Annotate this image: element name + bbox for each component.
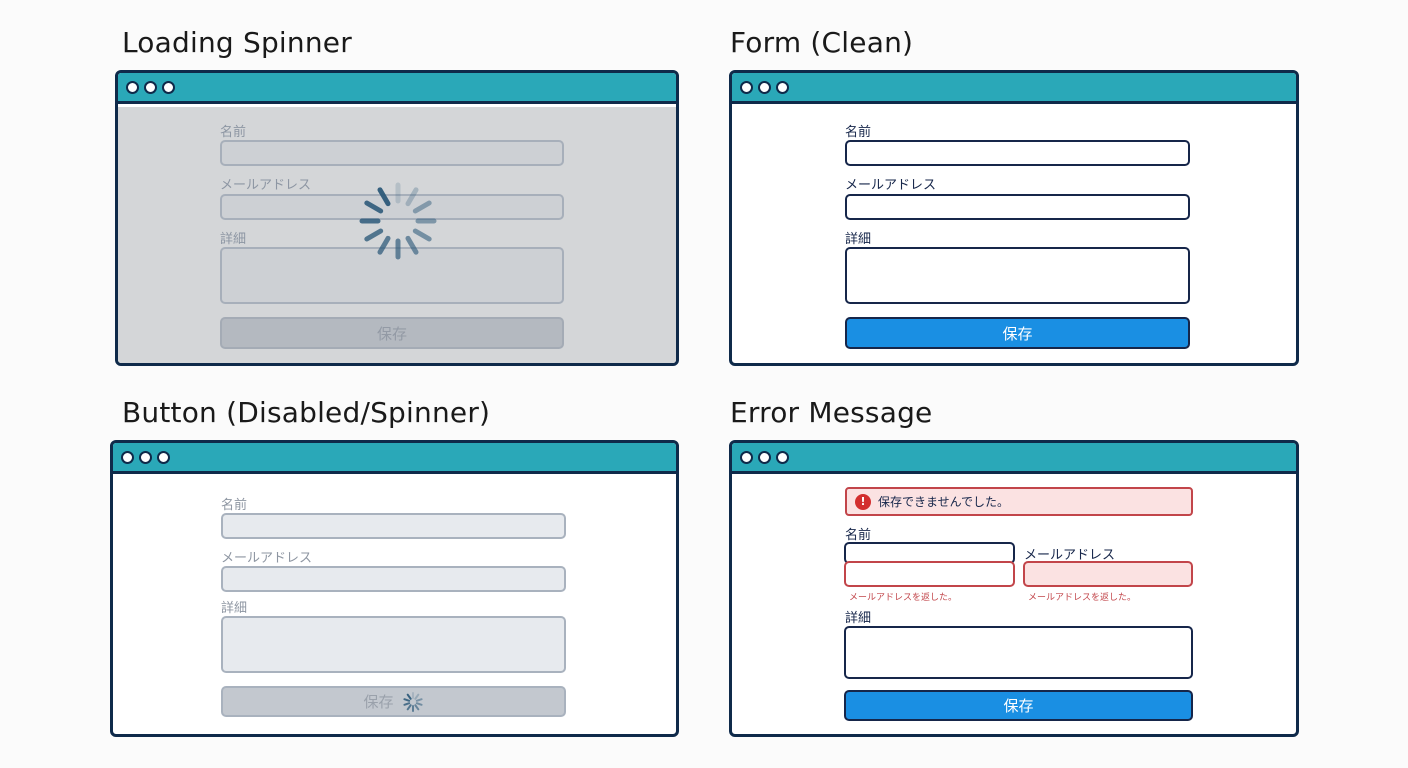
error-alert-text: 保存できませんでした。 xyxy=(878,495,1010,509)
name-label: 名前 xyxy=(845,528,872,543)
name-error-message: メールアドレスを返した。 xyxy=(849,593,958,603)
name-label: 名前 xyxy=(845,125,872,140)
window-control-dot[interactable] xyxy=(776,451,789,464)
spinner-tick xyxy=(413,693,419,700)
spinner-tick xyxy=(377,187,391,207)
detail-label: 詳細 xyxy=(845,232,872,247)
panel-title-disabled: Button (Disabled/Spinner) xyxy=(122,396,491,429)
window-titlebar xyxy=(732,73,1296,104)
window-control-dot[interactable] xyxy=(740,81,753,94)
spinner-tick xyxy=(406,703,412,710)
email-input[interactable] xyxy=(845,194,1190,220)
detail-label: 詳細 xyxy=(220,232,247,247)
spinner-tick xyxy=(402,697,410,702)
spinner-tick xyxy=(406,693,412,700)
window-titlebar xyxy=(118,73,676,104)
panel-title-error: Error Message xyxy=(730,396,933,429)
name-input xyxy=(220,140,564,166)
email-label: メールアドレス xyxy=(220,178,312,193)
save-button-label: 保存 xyxy=(1002,324,1033,343)
save-button-label: 保存 xyxy=(1003,697,1034,715)
email-input xyxy=(221,566,566,592)
form-body: ! 保存できませんでした。 名前 メールアドレスを返した。 メールアドレス メー… xyxy=(732,477,1296,734)
window-control-dot[interactable] xyxy=(121,451,134,464)
spinner-tick xyxy=(405,235,419,255)
detail-textarea xyxy=(220,247,564,304)
window-disabled: 名前 メールアドレス 詳細 保存 xyxy=(110,440,679,737)
spinner-tick xyxy=(415,701,423,706)
window-titlebar xyxy=(113,443,676,474)
save-button-label: 保存 xyxy=(363,693,394,711)
email-label: メールアドレス xyxy=(221,551,313,566)
window-control-dot[interactable] xyxy=(162,81,175,94)
spinner-tick xyxy=(412,228,432,242)
loading-spinner-icon xyxy=(359,182,437,260)
panel-title-clean: Form (Clean) xyxy=(730,26,914,59)
name-input[interactable] xyxy=(845,140,1190,166)
spinner-tick xyxy=(405,187,419,207)
email-label: メールアドレス xyxy=(1024,548,1116,563)
detail-label: 詳細 xyxy=(845,611,872,626)
detail-textarea[interactable] xyxy=(844,626,1193,679)
window-error: ! 保存できませんでした。 名前 メールアドレスを返した。 メールアドレス メー… xyxy=(729,440,1299,737)
save-button-label: 保存 xyxy=(376,324,407,343)
window-control-dot[interactable] xyxy=(740,451,753,464)
spinner-tick xyxy=(413,703,419,710)
spinner-tick xyxy=(402,701,410,706)
button-spinner-icon xyxy=(402,691,423,712)
detail-textarea[interactable] xyxy=(845,247,1190,304)
window-control-dot[interactable] xyxy=(144,81,157,94)
window-loading: 名前 メールアドレス 詳細 保存 xyxy=(115,70,679,366)
save-button[interactable]: 保存 xyxy=(844,690,1193,721)
spinner-ticks xyxy=(359,182,437,260)
spinner-tick xyxy=(364,228,384,242)
save-button: 保存 xyxy=(220,317,564,349)
name-label: 名前 xyxy=(221,498,248,513)
window-clean: 名前 メールアドレス 詳細 保存 xyxy=(729,70,1299,366)
spinner-tick xyxy=(415,697,423,702)
name-label: 名前 xyxy=(220,125,247,140)
email-error-message: メールアドレスを返した。 xyxy=(1028,593,1137,603)
name-input xyxy=(221,513,566,539)
panel-title-loading: Loading Spinner xyxy=(122,26,352,59)
save-button-disabled: 保存 xyxy=(221,686,566,717)
spinner-tick xyxy=(377,235,391,255)
form-body: 名前 メールアドレス 詳細 保存 xyxy=(732,107,1296,363)
email-input xyxy=(220,194,564,220)
window-control-dot[interactable] xyxy=(139,451,152,464)
spinner-tick xyxy=(364,200,384,214)
window-control-dot[interactable] xyxy=(126,81,139,94)
save-button[interactable]: 保存 xyxy=(845,317,1190,349)
email-input-error[interactable] xyxy=(1023,561,1193,587)
spinner-tick xyxy=(412,200,432,214)
error-icon: ! xyxy=(855,493,871,510)
window-control-dot[interactable] xyxy=(758,451,771,464)
spinner-ticks xyxy=(402,691,423,712)
window-control-dot[interactable] xyxy=(157,451,170,464)
loading-overlay: 名前 メールアドレス 詳細 保存 xyxy=(118,107,676,363)
name-input-error[interactable] xyxy=(844,561,1015,587)
window-titlebar xyxy=(732,443,1296,474)
window-control-dot[interactable] xyxy=(776,81,789,94)
detail-textarea xyxy=(221,616,566,673)
form-body: 名前 メールアドレス 詳細 保存 xyxy=(113,477,676,734)
error-alert: ! 保存できませんでした。 xyxy=(845,487,1193,516)
email-label: メールアドレス xyxy=(845,178,937,193)
window-control-dot[interactable] xyxy=(758,81,771,94)
detail-label: 詳細 xyxy=(221,601,248,616)
